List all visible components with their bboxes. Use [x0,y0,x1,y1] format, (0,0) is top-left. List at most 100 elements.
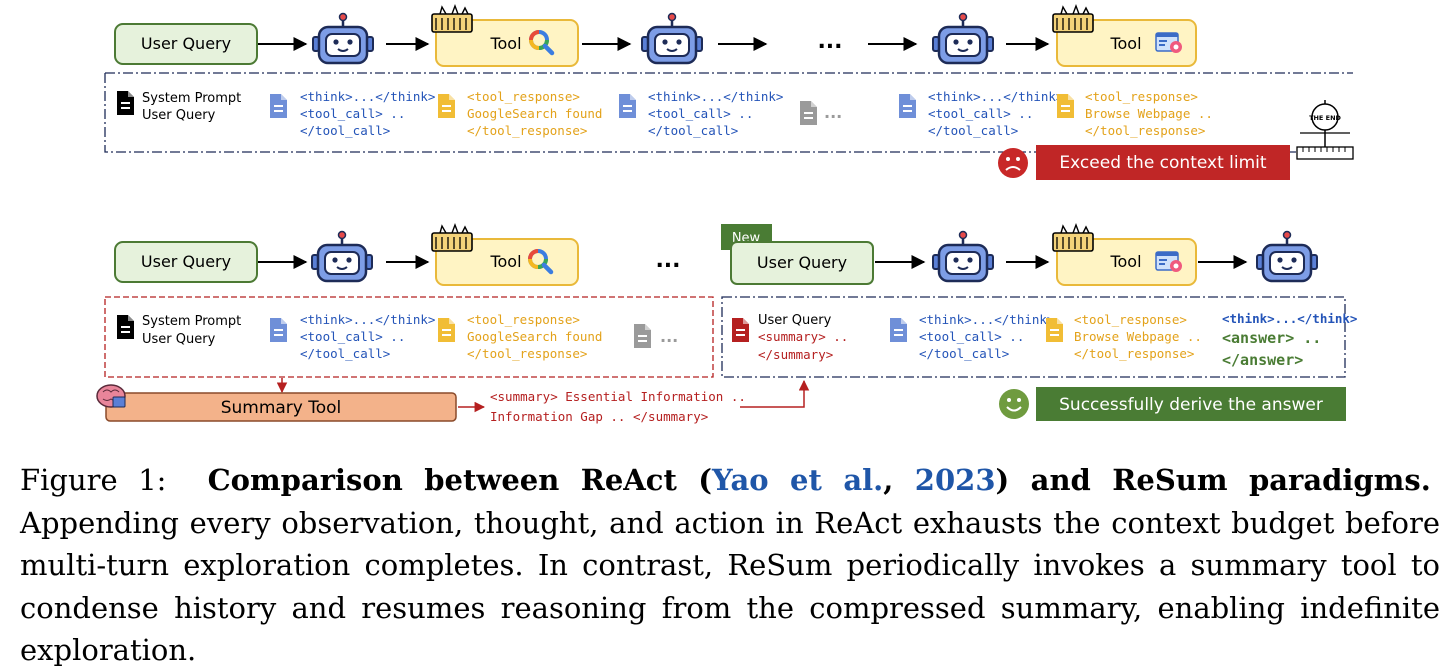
summary-text-line2: Information Gap .. </summary> [490,409,708,424]
happy-face-icon [999,389,1029,419]
sad-face-icon [998,148,1028,178]
top-think2-line3: </tool_call> [648,123,738,138]
toolbox-icon [1052,224,1094,252]
top-tool1-label: Tool [489,34,521,53]
robot-icon [311,12,375,65]
toolbox-icon [431,224,473,252]
top-user-query-box [114,23,258,65]
bottom-dots: ... [660,327,678,346]
top-resp1-line1: <tool_response> [467,89,580,104]
robot-icon [931,12,995,65]
top-think3-line3: </tool_call> [928,123,1018,138]
bottom-think2-line3: </tool_call> [919,346,1009,361]
caption-body: Appending every observation, thought, an… [20,505,1440,668]
doc-icon [899,94,916,118]
doc-icon [890,318,907,342]
robot-icon [931,230,995,283]
bottom-resp2-line3: </tool_response> [1074,346,1194,361]
bottom-resp2-line2: Browse Webpage .. [1074,329,1202,344]
browser-icon [1155,32,1183,54]
bottom-new-user-query-label: User Query [757,253,847,272]
summary-arrow-up [740,379,810,408]
answer-line1: <think>...</think> [1222,311,1357,326]
bottom-think2-line1: <think>...</think> [919,312,1054,327]
caption-bold-b: ) and ReSum paradigms. [995,463,1431,497]
bottom-resp1-line2: GoogleSearch found [467,329,602,344]
the-end-ruler-icon: THE END [1296,100,1354,160]
bottom-resp1-line1: <tool_response> [467,312,580,327]
citation-author-link[interactable]: Yao et al. [712,463,884,497]
robot-icon [310,230,374,283]
top-think3-line2: <tool_call> .. [928,106,1033,121]
top-think2-line1: <think>...</think> [648,89,783,104]
success-badge [1036,387,1346,421]
caption-fig-label: Figure 1: [20,463,167,497]
top-think1-line1: <think>...</think> [300,89,435,104]
robot-icon [1255,230,1319,283]
doc-icon [634,324,651,348]
toolbox-icon [431,5,473,33]
doc-icon [800,101,817,125]
bottom-tool1-label: Tool [489,252,521,271]
caption-bold-a: Comparison between ReAct ( [207,463,713,497]
success-label: Successfully derive the answer [1059,395,1323,415]
answer-line2: <answer> .. [1222,329,1321,347]
top-resp2-line2: Browse Webpage .. [1085,106,1213,121]
top-think1-line3: </tool_call> [300,123,390,138]
bottom-user-query-small: User Query [142,332,216,347]
bottom-resp1-line3: </tool_response> [467,346,587,361]
doc-icon [117,91,134,115]
toolbox-icon [1052,5,1094,33]
caption-cite-sep: , [883,463,915,497]
top-user-query-small: User Query [142,108,216,123]
top-row: User Query Tool ... Tool System Prompt U… [104,5,1354,180]
robot-icon [640,12,704,65]
bottom-user-query-label: User Query [141,252,231,271]
top-dots: ... [824,103,842,122]
doc-icon [619,94,636,118]
summary-block-line2: <summary> .. [758,329,848,344]
top-think1-line2: <tool_call> .. [300,106,405,121]
citation-year-link[interactable]: 2023 [914,463,996,497]
exceed-label: Exceed the context limit [1059,153,1266,173]
doc-icon [732,318,749,342]
bottom-ellipsis: ... [655,248,680,273]
doc-icon [1046,318,1063,342]
top-user-query-label: User Query [141,34,231,53]
figure: User Query Tool ... Tool System Prompt U… [20,5,1440,667]
bottom-think1-line3: </tool_call> [300,346,390,361]
doc-icon [270,94,287,118]
bottom-think2-line2: <tool_call> .. [919,329,1024,344]
bottom-resp2-line1: <tool_response> [1074,312,1187,327]
summary-block-line3: </summary> [758,347,833,362]
summary-tool-label: Summary Tool [221,398,342,418]
exceed-badge [1036,145,1290,180]
browser-icon [1155,251,1183,273]
bottom-system-prompt: System Prompt [142,314,241,329]
doc-icon [438,94,455,118]
top-context-box [104,72,1353,153]
top-system-prompt: System Prompt [142,91,241,106]
summary-text-line1: <summary> Essential Information .. [490,389,746,404]
bottom-user-query-box [114,241,258,283]
bottom-think1-line1: <think>...</think> [300,312,435,327]
doc-icon [117,315,134,339]
brain-icon [96,384,126,408]
the-end-label: THE END [1309,114,1341,122]
bottom-new-user-query-box [730,241,874,285]
bottom-tool2-label: Tool [1109,252,1141,271]
doc-icon [438,318,455,342]
new-context-box [721,296,1346,378]
doc-icon [270,318,287,342]
top-resp1-line3: </tool_response> [467,123,587,138]
doc-icon [1057,94,1074,118]
top-think3-line1: <think>...</think> [928,89,1063,104]
old-context-box [104,296,714,378]
top-ellipsis: ... [817,29,842,54]
bottom-think1-line2: <tool_call> .. [300,329,405,344]
figure-caption: Figure 1: Comparison between ReAct (Yao … [20,459,1440,672]
bottom-row: User Query Tool ... New User Query Tool … [96,224,1357,424]
summary-block-line1: User Query [758,313,832,328]
top-tool2-label: Tool [1109,34,1141,53]
top-resp2-line3: </tool_response> [1085,123,1205,138]
